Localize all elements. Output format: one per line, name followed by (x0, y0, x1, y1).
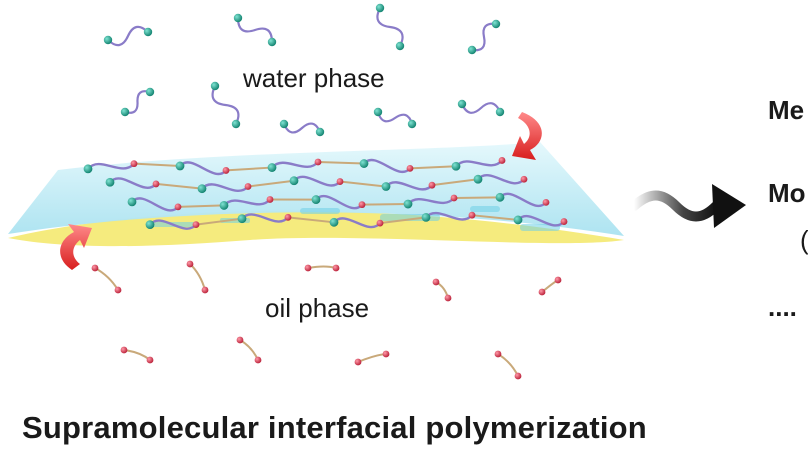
network-row (145, 211, 568, 230)
oil-monomer (354, 350, 390, 366)
water-monomer (373, 107, 417, 129)
network-row (127, 192, 550, 212)
right-panel-text-4: .... (768, 292, 797, 322)
water-monomer (233, 13, 277, 47)
network-row (83, 157, 506, 176)
right-panel-text-3: ( (800, 225, 808, 255)
right-panel-text-2: Mo (768, 178, 806, 208)
right-panel-text-1: Me (768, 95, 805, 125)
oil-monomer (186, 260, 209, 294)
network-row (105, 173, 528, 194)
water-phase-label: water phase (243, 63, 385, 93)
curved-arrow-icon (60, 112, 542, 270)
oil-monomer (432, 278, 452, 302)
water-monomer (120, 87, 155, 117)
oil-monomer (304, 264, 340, 272)
oil-monomer (236, 336, 262, 364)
oil-monomer (120, 346, 154, 364)
water-monomer (210, 81, 241, 129)
water-monomer (375, 3, 405, 51)
oil-interface-layer (8, 210, 624, 247)
water-monomer (467, 19, 501, 55)
water-monomer (279, 119, 325, 137)
water-monomers (103, 3, 505, 137)
figure-caption: Supramolecular interfacial polymerizatio… (22, 410, 647, 445)
water-monomer (457, 99, 505, 117)
wavy-arrow-icon (629, 184, 746, 228)
oil-monomers (91, 260, 562, 380)
oil-monomer (91, 264, 122, 294)
oil-phase-label: oil phase (265, 293, 370, 323)
downward-flow-arrow (512, 112, 542, 160)
water-monomer (103, 25, 153, 47)
polymer-network (83, 157, 568, 230)
upward-flow-arrow (60, 224, 92, 270)
oil-monomer (494, 350, 522, 380)
oil-monomer (538, 276, 562, 296)
